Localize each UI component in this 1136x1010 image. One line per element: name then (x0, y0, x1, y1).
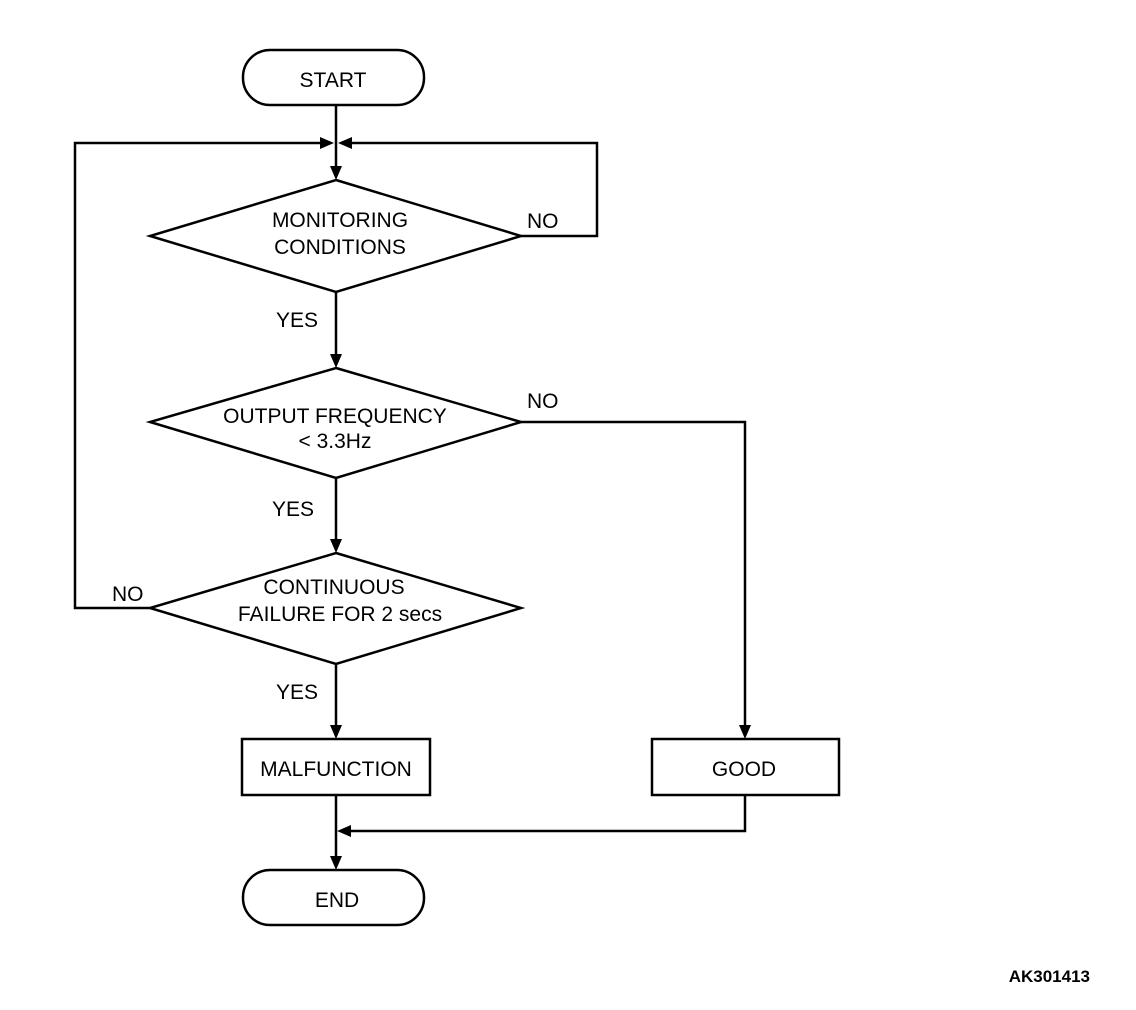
connector-good-end (350, 795, 747, 833)
arrowhead-to-malfunction (330, 725, 342, 739)
frequency-no-label: NO (527, 390, 559, 413)
monitoring-line1: MONITORING (272, 209, 408, 232)
arrowhead-to-frequency (330, 354, 342, 368)
arrowhead-continuous-no (320, 137, 334, 149)
continuous-line1: CONTINUOUS (263, 576, 404, 599)
good-label: GOOD (712, 758, 776, 781)
arrowhead-good-merge (337, 825, 351, 837)
connector-frequency-no (521, 420, 747, 727)
arrowhead-to-continuous (330, 539, 342, 553)
monitoring-no-label: NO (527, 210, 559, 233)
connector-monitoring-no (350, 141, 599, 238)
monitoring-yes-label: YES (276, 309, 318, 332)
start-terminal (241, 48, 426, 107)
figure-id: AK301413 (1009, 967, 1090, 986)
frequency-line2: < 3.3Hz (299, 430, 372, 453)
continuous-line2: FAILURE FOR 2 secs (238, 603, 442, 626)
continuous-yes-label: YES (276, 681, 318, 704)
arrowhead-to-monitoring (330, 166, 342, 180)
start-label: START (300, 69, 367, 92)
monitoring-line2: CONDITIONS (274, 236, 406, 259)
end-label: END (315, 889, 359, 912)
frequency-line1: OUTPUT FREQUENCY (223, 405, 447, 428)
continuous-no-label: NO (112, 583, 144, 606)
connector-continuous-no (73, 141, 322, 610)
arrowhead-to-end (330, 856, 342, 870)
frequency-yes-label: YES (272, 498, 314, 521)
end-terminal (241, 868, 426, 927)
arrowhead-to-good (739, 725, 751, 739)
arrowhead-monitoring-no (338, 137, 352, 149)
malfunction-label: MALFUNCTION (260, 758, 412, 781)
